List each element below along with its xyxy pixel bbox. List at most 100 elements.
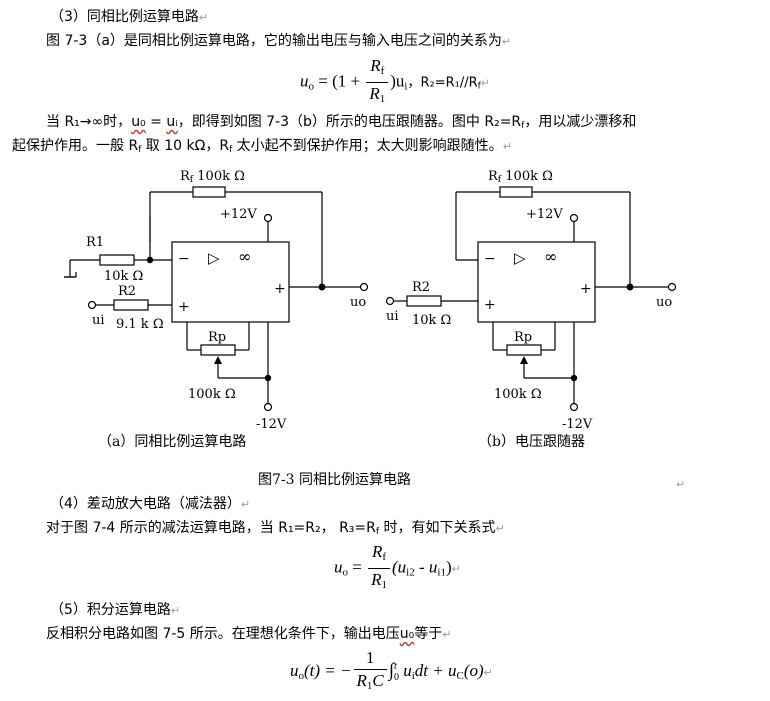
circuit-a-rf-label: Rf 100k Ω	[180, 169, 245, 185]
figure-caption: 图7-3 同相比例运算电路	[258, 472, 411, 488]
formula-term: (t) = −	[304, 660, 352, 680]
circuit-b-vminus-label: -12V	[562, 417, 593, 432]
formula-note: R₂=R₁//R	[420, 75, 478, 91]
circuit-a-rf-resistor	[192, 186, 226, 198]
para-text: 时，有如下关系式	[379, 520, 496, 536]
circuit-b-rp-resistor	[506, 344, 542, 356]
circuit-a-vplus-terminal	[263, 213, 273, 223]
circuit-b-caption: （b）电压跟随器	[478, 434, 585, 450]
circuit-a-minus-input: −	[178, 251, 190, 267]
para-text: 当 R₁→∞时，	[46, 114, 132, 130]
section-3-heading: （3）同相比例运算电路↵	[50, 8, 208, 27]
circuit-a-opamp-body	[171, 241, 290, 323]
para-text: ，用以减少漂移和	[524, 114, 637, 130]
formula-term: - u	[414, 557, 438, 577]
circuit-a-r2-resistor	[113, 299, 149, 311]
circuit-a-output-sign: +	[274, 281, 286, 297]
return-mark: ↵	[240, 498, 251, 511]
section-3-para3: 起保护作用。一般 Rf 取 10 kΩ，Rf 太小起不到保护作用；太大则影响跟随…	[12, 137, 512, 159]
circuit-b-opamp-body	[477, 241, 596, 323]
para-text: 对于图 7-4 所示的减法运算电路，当 R₁=R₂， R₃=R	[46, 520, 376, 536]
fraction-numerator: Rf	[368, 542, 390, 569]
fraction-denominator: R1	[366, 83, 388, 109]
circuit-a-ui-terminal	[87, 300, 97, 310]
fraction-numerator: Rf	[366, 56, 389, 83]
para-text: 反相积分电路如图 7-5 所示。在理想化条件下，输出电压	[46, 626, 400, 642]
formula-term: (o)	[463, 660, 484, 680]
circuit-b-rp-label: Rp	[514, 330, 532, 345]
return-mark: ↵	[501, 35, 512, 48]
uo-symbol: u₀	[399, 626, 415, 642]
circuit-a-caption: （a）同相比例运算电路	[98, 434, 246, 450]
return-mark: ↵	[676, 478, 686, 491]
section-3-para2: 当 R₁→∞时，u₀ = uᵢ，即得到如图 7-3（b）所示的电压跟随器。图中 …	[46, 113, 636, 135]
uo-symbol: u₀	[131, 114, 146, 130]
circuit-a-opamp-triangle: ▷	[208, 249, 220, 267]
circuit-a-node	[318, 283, 326, 291]
section-4-heading-text: （4）差动放大电路（减法器）	[50, 496, 241, 512]
ui-symbol: uᵢ	[166, 114, 178, 130]
circuit-a-vplus-label: +12V	[220, 207, 257, 222]
circuit-b-node	[570, 374, 578, 382]
circuit-a-plus-input: +	[178, 299, 190, 315]
para-text: =	[145, 114, 167, 130]
circuit-a-rp-wiper-arrow	[214, 356, 222, 364]
formula-uo: u	[334, 557, 343, 577]
formula-sub: i	[404, 80, 408, 93]
section-3-para1: 图 7-3（a）是同相比例运算电路，它的输出电压与输入电压之间的关系为↵	[46, 32, 511, 51]
formula-sub: o	[298, 669, 305, 682]
circuit-a-vminus-label: -12V	[256, 417, 287, 432]
formula-eq: = (1 +	[314, 71, 365, 91]
formula-tail: )u	[390, 71, 405, 91]
formula-sub: 1	[379, 93, 386, 105]
return-mark: ↵	[198, 11, 209, 24]
circuit-b-vplus-terminal	[569, 213, 579, 223]
formula-sub: 1	[381, 579, 387, 591]
circuit-b-r2-value: 10k Ω	[412, 313, 451, 328]
figure-7-3-circuits: Rf 100k Ω +12V R1 10k Ω R2 9.1 k Ω ui − …	[64, 169, 677, 450]
circuit-a-node	[264, 374, 272, 382]
para-text: 取 10 kΩ，R	[141, 138, 230, 154]
section-5-heading: （5）积分运算电路↵	[50, 601, 180, 620]
fraction-denominator: R1	[368, 569, 390, 595]
integral-lower-limit: 0	[393, 672, 399, 683]
circuit-b-r2-resistor	[406, 295, 442, 307]
para-text: 起保护作用。一般 R	[12, 138, 139, 154]
formula-sub: i	[411, 669, 415, 682]
sub-f: f	[138, 145, 142, 155]
circuit-b-ui-terminal	[385, 296, 395, 306]
para-text: ，即得到如图 7-3（b）所示的电压跟随器。图中 R₂=R	[177, 114, 522, 130]
formula-r1: R	[369, 84, 380, 103]
formula-comma: ，	[407, 75, 421, 91]
circuit-b-node	[626, 283, 634, 291]
return-mark: ↵	[170, 604, 181, 617]
circuit-b-minus-input: −	[484, 251, 496, 267]
formula-term: )	[445, 557, 452, 577]
circuit-b-rp-wiper-arrow	[520, 356, 528, 364]
circuit-a-r1-label: R1	[86, 235, 104, 250]
circuit-b-plus-input: +	[484, 297, 496, 313]
circuit-b-r2-label: R2	[412, 280, 430, 295]
formula-sub: i2	[406, 566, 415, 579]
circuit-a-uo-label: uo	[350, 295, 366, 310]
formula-sub: o	[308, 80, 315, 93]
formula-sub: f	[380, 65, 385, 77]
circuit-a-r2-label: R2	[118, 284, 136, 299]
sub-f: f	[229, 145, 233, 155]
fraction-denominator: R1C	[354, 670, 387, 696]
sub-f: f	[375, 527, 380, 537]
formula-rf: R	[372, 542, 383, 561]
circuit-b-ui-label: ui	[386, 309, 399, 324]
formula-rf: R	[370, 56, 381, 75]
section-5-heading-text: （5）积分运算电路	[50, 602, 171, 618]
para-text: 等于	[414, 626, 443, 642]
sub-f: f	[521, 121, 525, 131]
integral-symbol: ∫	[388, 659, 394, 681]
formula-uo: u	[300, 71, 309, 91]
circuit-a-vminus-terminal	[263, 402, 273, 412]
